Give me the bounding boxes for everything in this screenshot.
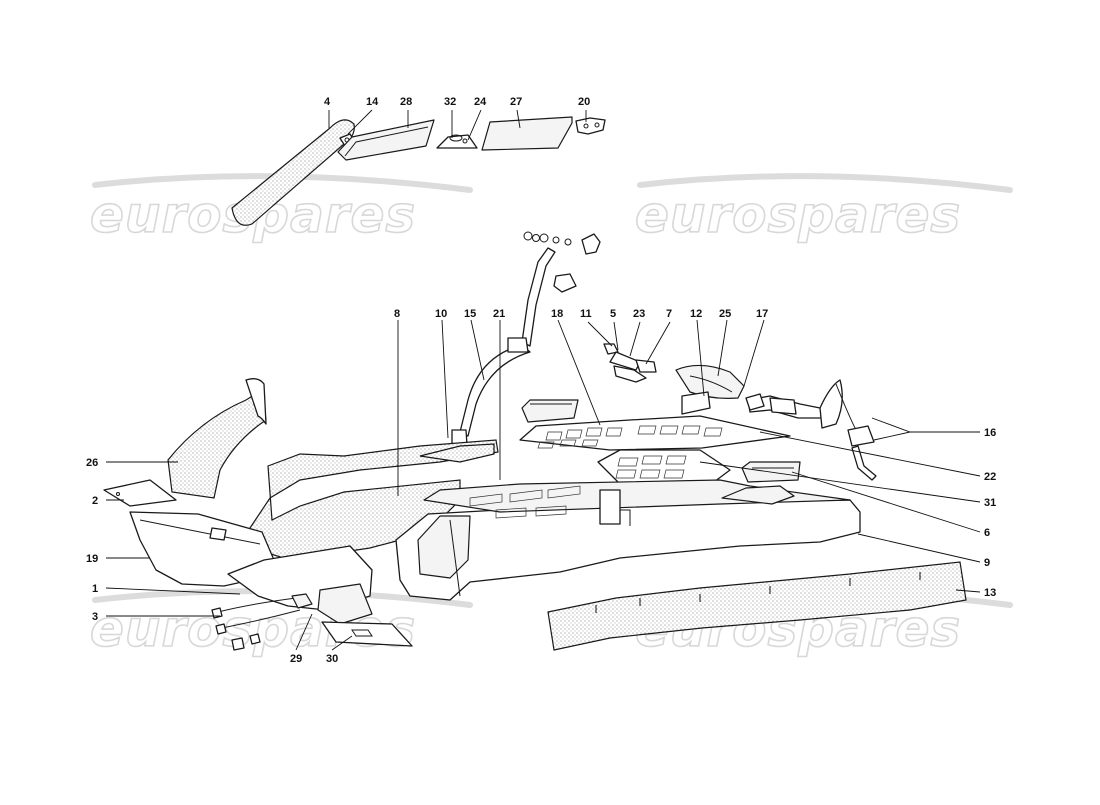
callout-2: 2 [92,495,98,507]
callout-23: 23 [633,308,645,320]
inner-sill-part-2 [103,479,177,507]
callout-30: 30 [326,653,338,665]
callout-9: 9 [984,557,990,569]
cover-part-12-25 [675,364,745,415]
callout-25: 25 [719,308,731,320]
belt-guide-part-17 [745,393,797,415]
callout-13: 13 [984,587,996,599]
trim-panel-part-28 [337,119,435,161]
trim-panel-part-27 [481,116,573,151]
callout-12: 12 [690,308,702,320]
footwell-part-1 [227,545,373,625]
bracket-part-32-24 [436,134,478,149]
callout-1: 1 [92,583,98,595]
callout-10: 10 [435,308,447,320]
callout-3: 3 [92,611,98,623]
callout-22: 22 [984,471,996,483]
callout-24: 24 [474,96,487,108]
seat-belt-buckle-part-16 [747,379,877,481]
sill-carpet-part-13 [547,561,967,651]
callout-8: 8 [394,308,400,320]
callout-26: 26 [86,457,98,469]
pedal-mat-part-29-30 [321,621,413,647]
bracket-part-11-5-23 [603,343,657,383]
callout-15: 15 [464,308,476,320]
seat-belt-assembly [451,231,601,461]
pillar-trim-part-4 [231,119,355,226]
callout-4: 4 [324,96,331,108]
callout-29: 29 [290,653,302,665]
callout-17: 17 [756,308,768,320]
callout-27: 27 [510,96,522,108]
leader-lines [105,109,981,651]
callout-5: 5 [610,308,616,320]
floor-mat-part-31 [597,449,731,485]
callout-28: 28 [400,96,412,108]
console-tray-part-18 [521,399,579,423]
callout-19: 19 [86,553,98,565]
sill-trim-part-10 [419,443,495,463]
wiring-harness-part-3 [211,593,313,651]
callout-31: 31 [984,497,996,509]
callout-11: 11 [580,308,592,320]
callout-32: 32 [444,96,456,108]
callout-21: 21 [493,308,505,320]
watermark-top-right: eurospares [635,186,961,244]
callout-14: 14 [366,96,379,108]
left-kick-panel-part-26 [167,378,267,499]
center-console-part-9 [395,479,861,601]
hinge-part-20 [575,117,606,135]
callout-18: 18 [551,308,563,320]
callout-labels: 4 14 28 32 24 27 20 8 10 15 21 18 11 5 2… [86,96,996,665]
callout-7: 7 [666,308,672,320]
callout-6: 6 [984,527,990,539]
callout-16: 16 [984,427,996,439]
callout-20: 20 [578,96,590,108]
floor-mat-part-22 [519,415,791,451]
